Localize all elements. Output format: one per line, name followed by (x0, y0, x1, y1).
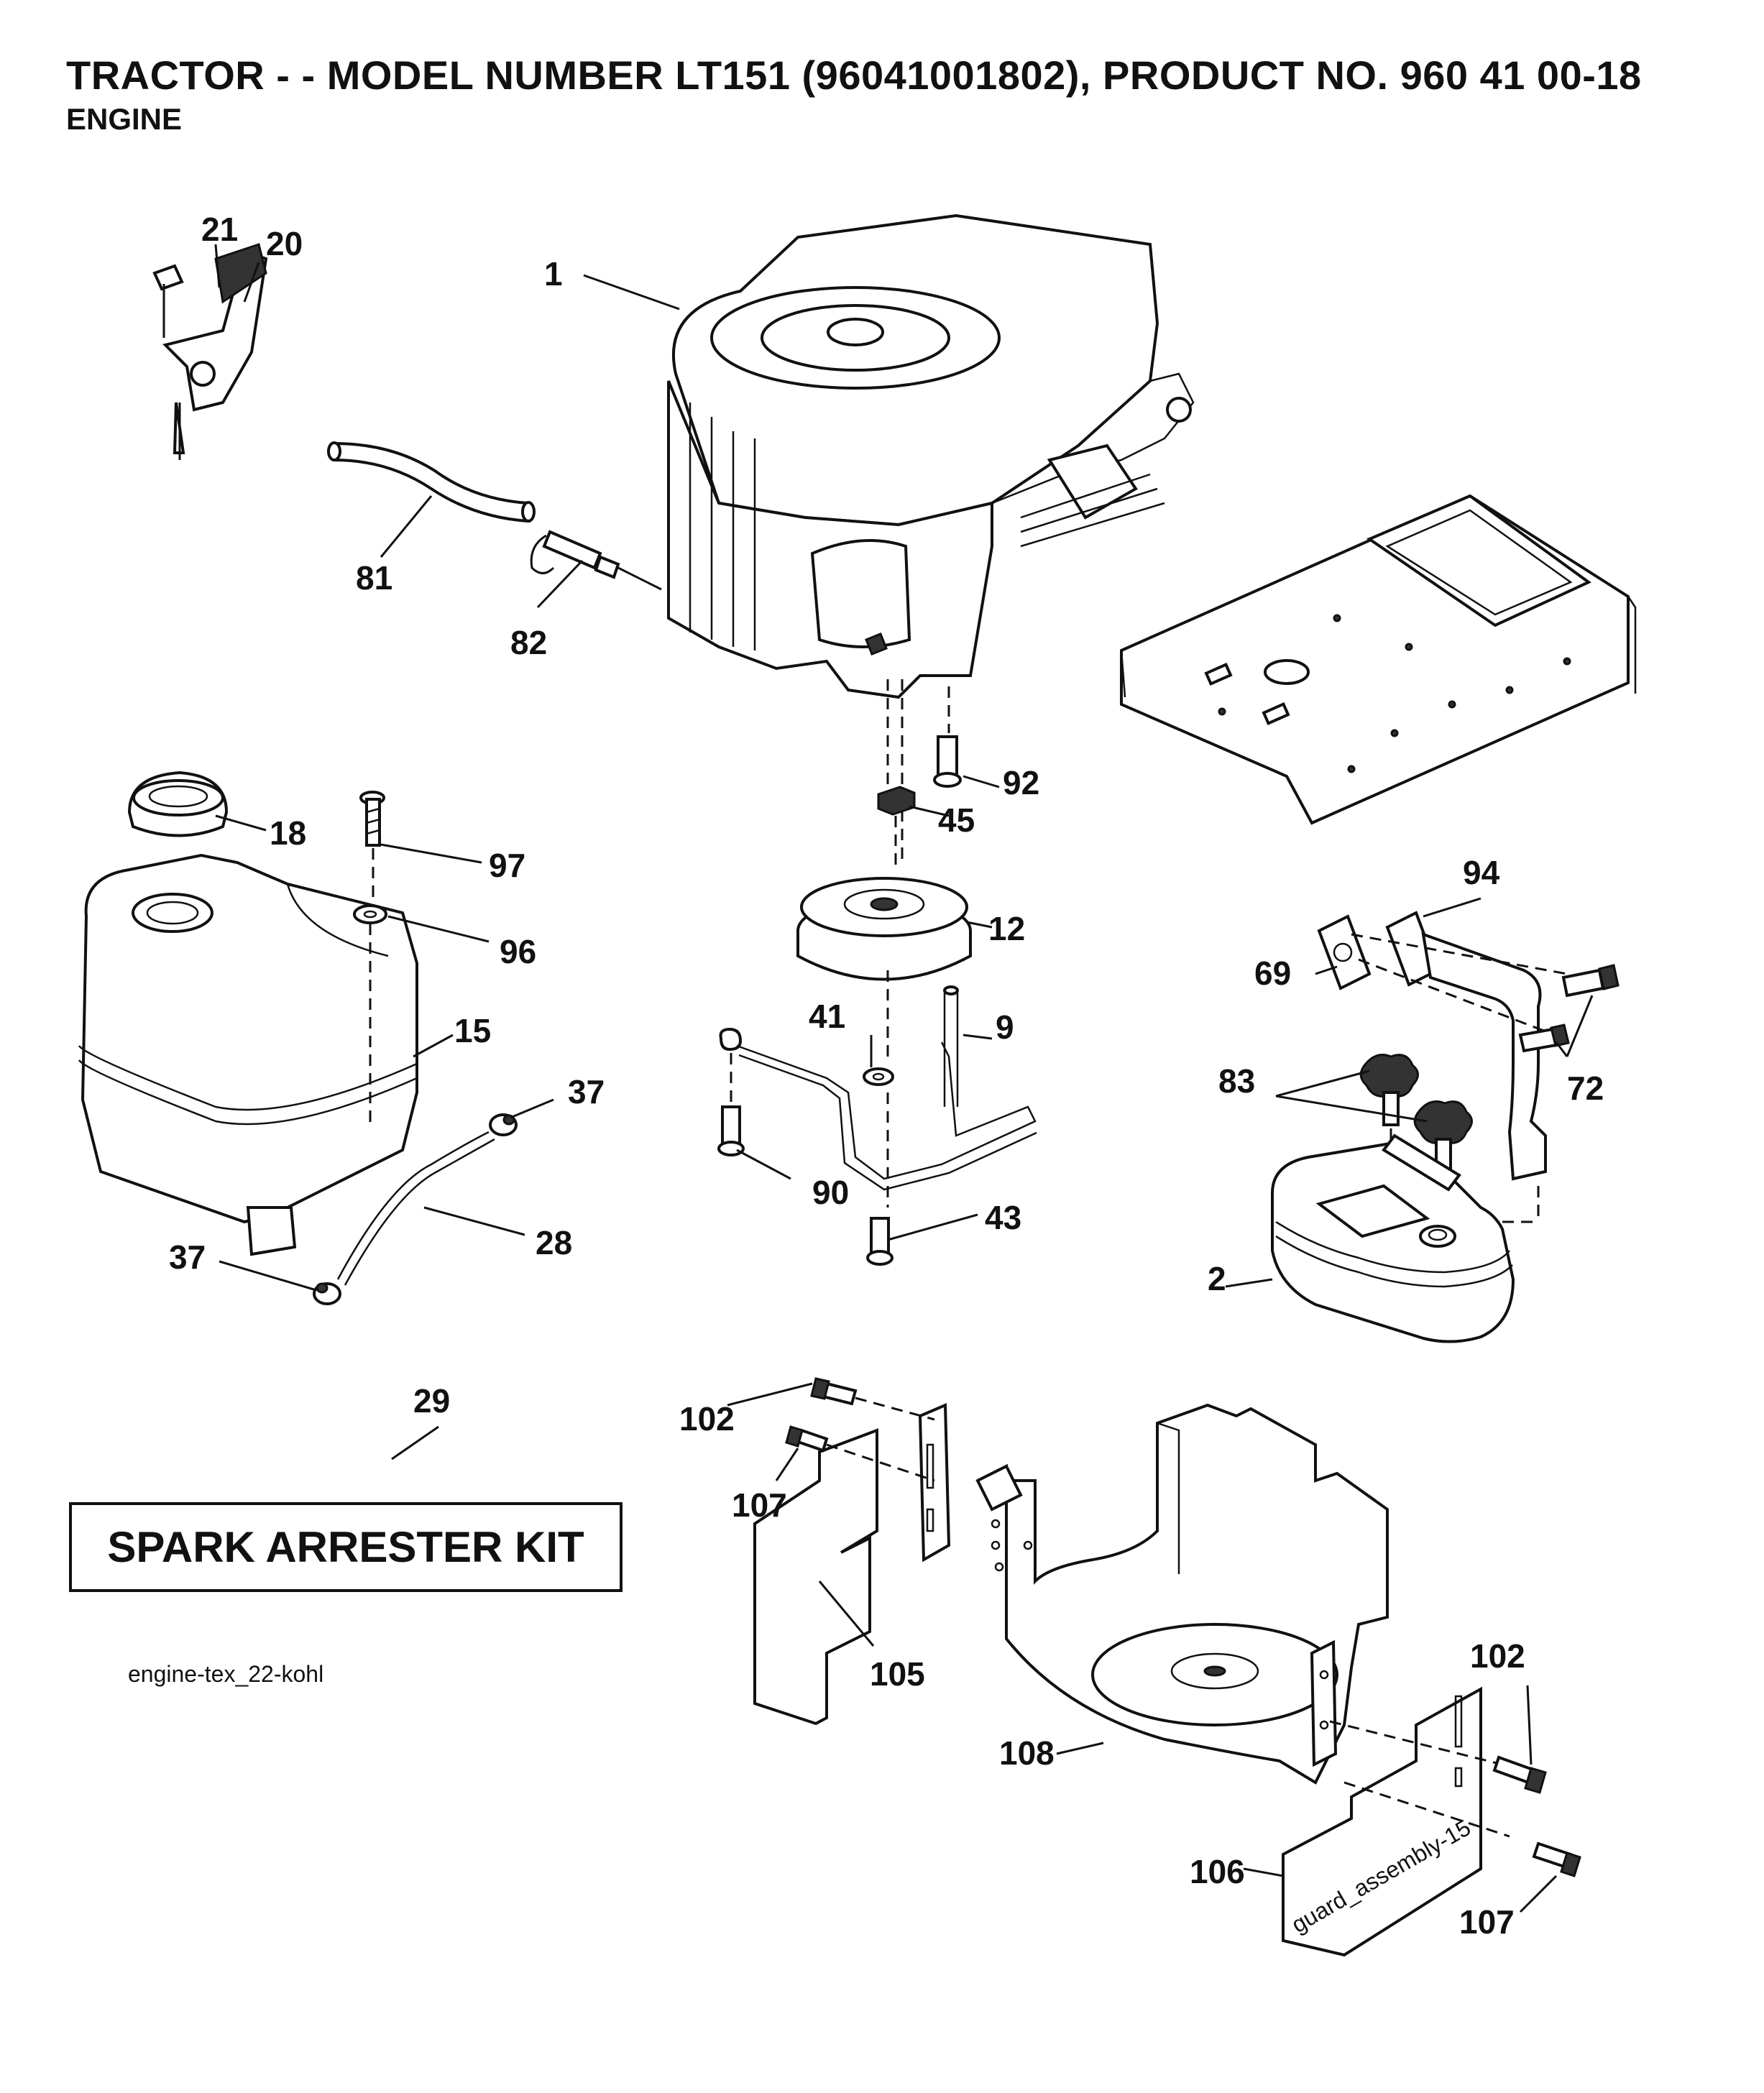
bolt-92-part (933, 735, 962, 788)
bolt-102-left-part (810, 1377, 858, 1406)
fuel-hose-part (327, 441, 536, 523)
gasket-69-part (1317, 914, 1372, 990)
callout-20: 20 (266, 225, 303, 262)
callout-1: 1 (544, 255, 563, 293)
callout-41: 41 (809, 998, 845, 1035)
engine-guard-part (975, 1403, 1389, 1785)
page-subtitle: ENGINE (66, 102, 183, 136)
leader-lines (214, 244, 1594, 1913)
callout-82: 82 (510, 624, 547, 661)
hose-clamp-lower-part (313, 1282, 341, 1305)
engine-part (667, 213, 1195, 699)
callout-83: 83 (1218, 1062, 1255, 1100)
spark-arrester-kit-box: SPARK ARRESTER KIT (69, 1502, 623, 1592)
callout-2: 2 (1208, 1260, 1226, 1297)
callout-108: 108 (999, 1734, 1055, 1772)
callout-90: 90 (812, 1174, 849, 1211)
callout-45: 45 (938, 801, 975, 839)
callout-28: 28 (536, 1224, 572, 1261)
callout-107-right: 107 (1459, 1903, 1515, 1941)
callout-107-left: 107 (732, 1486, 787, 1524)
callout-92: 92 (1003, 764, 1039, 801)
callout-37-upper: 37 (568, 1073, 605, 1110)
fuel-fitting-part (530, 530, 662, 591)
guard-plate-105-part (753, 1402, 951, 1726)
callout-96: 96 (500, 933, 536, 970)
washer-41-part (863, 1067, 894, 1086)
callout-94: 94 (1463, 854, 1500, 891)
callout-102-right: 102 (1470, 1637, 1525, 1675)
callout-37-lower: 37 (169, 1238, 206, 1276)
callout-21: 21 (201, 211, 238, 248)
callout-81: 81 (356, 559, 392, 597)
rod-9-part (943, 985, 959, 1107)
page-title: TRACTOR - - MODEL NUMBER LT151 (96041001… (66, 52, 1642, 98)
muffler-part (1271, 1133, 1515, 1343)
callout-9: 9 (996, 1008, 1014, 1046)
callout-43: 43 (985, 1199, 1021, 1236)
tank-washer-part (353, 904, 387, 924)
callout-97: 97 (489, 847, 525, 884)
bolt-102-right-part (1492, 1755, 1547, 1794)
callout-69: 69 (1254, 954, 1291, 992)
callout-15: 15 (454, 1012, 491, 1049)
nut-45-part (877, 786, 916, 816)
drawing-reference: engine-tex_22-kohl (128, 1661, 323, 1687)
callout-labels: 1 2 9 12 15 18 20 21 28 29 37 37 41 43 4… (169, 211, 1604, 1941)
exhaust-pipe-part (1385, 911, 1547, 1181)
fuel-tank-part (78, 853, 418, 1256)
tank-screw-part (359, 791, 385, 847)
callout-102-left: 102 (679, 1400, 735, 1438)
callout-12: 12 (988, 910, 1025, 947)
callout-29: 29 (413, 1382, 450, 1420)
fuel-cap-part (127, 770, 229, 837)
belt-guide-part (719, 1027, 1037, 1191)
callout-18: 18 (270, 814, 306, 852)
pulley-part (796, 877, 972, 981)
callout-72: 72 (1567, 1070, 1604, 1107)
bolt-90-part (717, 1105, 745, 1156)
bolt-107-left-part (785, 1425, 829, 1453)
tank-fuel-hose-part (336, 1131, 495, 1286)
bolt-43-part (866, 1217, 894, 1266)
throttle-bracket-part (152, 243, 268, 460)
callout-106: 106 (1190, 1853, 1245, 1890)
mounting-plate-part (1120, 494, 1637, 825)
callout-105: 105 (870, 1655, 925, 1693)
exhaust-bolt-lower-part (1518, 1024, 1570, 1053)
bolt-107-right-part (1532, 1841, 1581, 1877)
exhaust-bolt-upper-part (1561, 964, 1620, 998)
